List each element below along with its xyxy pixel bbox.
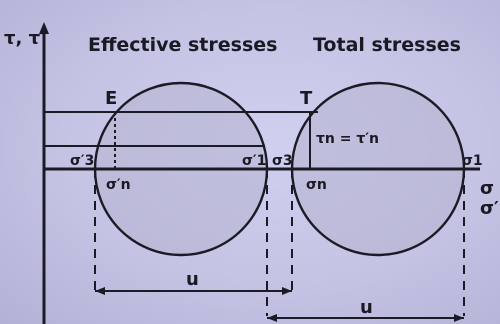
x-axis-label-sigma-prime: σ′	[480, 198, 499, 219]
sigma3-tot-label: σ3	[272, 153, 293, 169]
tau-equality-label: τn = τ′n	[316, 131, 379, 147]
arrowhead-left-icon	[267, 314, 277, 322]
sigma-n-eff-label: σ′n	[106, 177, 131, 193]
axis-arrow-icon	[39, 22, 49, 34]
arrowhead-right-icon	[454, 314, 464, 322]
point-e-label: E	[105, 88, 117, 109]
y-axis-label: τ, τ′	[4, 28, 45, 49]
effective-stresses-title: Effective stresses	[88, 34, 277, 56]
sigma1-eff-label: σ′1	[242, 153, 266, 169]
total-stresses-title: Total stresses	[313, 34, 461, 56]
point-t-label: T	[300, 88, 313, 109]
sigma1-tot-label: σ1	[462, 153, 483, 169]
u-label-total: u	[360, 297, 373, 318]
sigma-n-tot-label: σn	[306, 177, 327, 193]
sigma3-eff-label: σ′3	[70, 153, 94, 169]
u-label-effective: u	[186, 269, 199, 290]
arrowhead-right-icon	[282, 287, 292, 295]
x-axis-label-sigma: σ	[480, 178, 494, 199]
arrowhead-left-icon	[95, 287, 105, 295]
